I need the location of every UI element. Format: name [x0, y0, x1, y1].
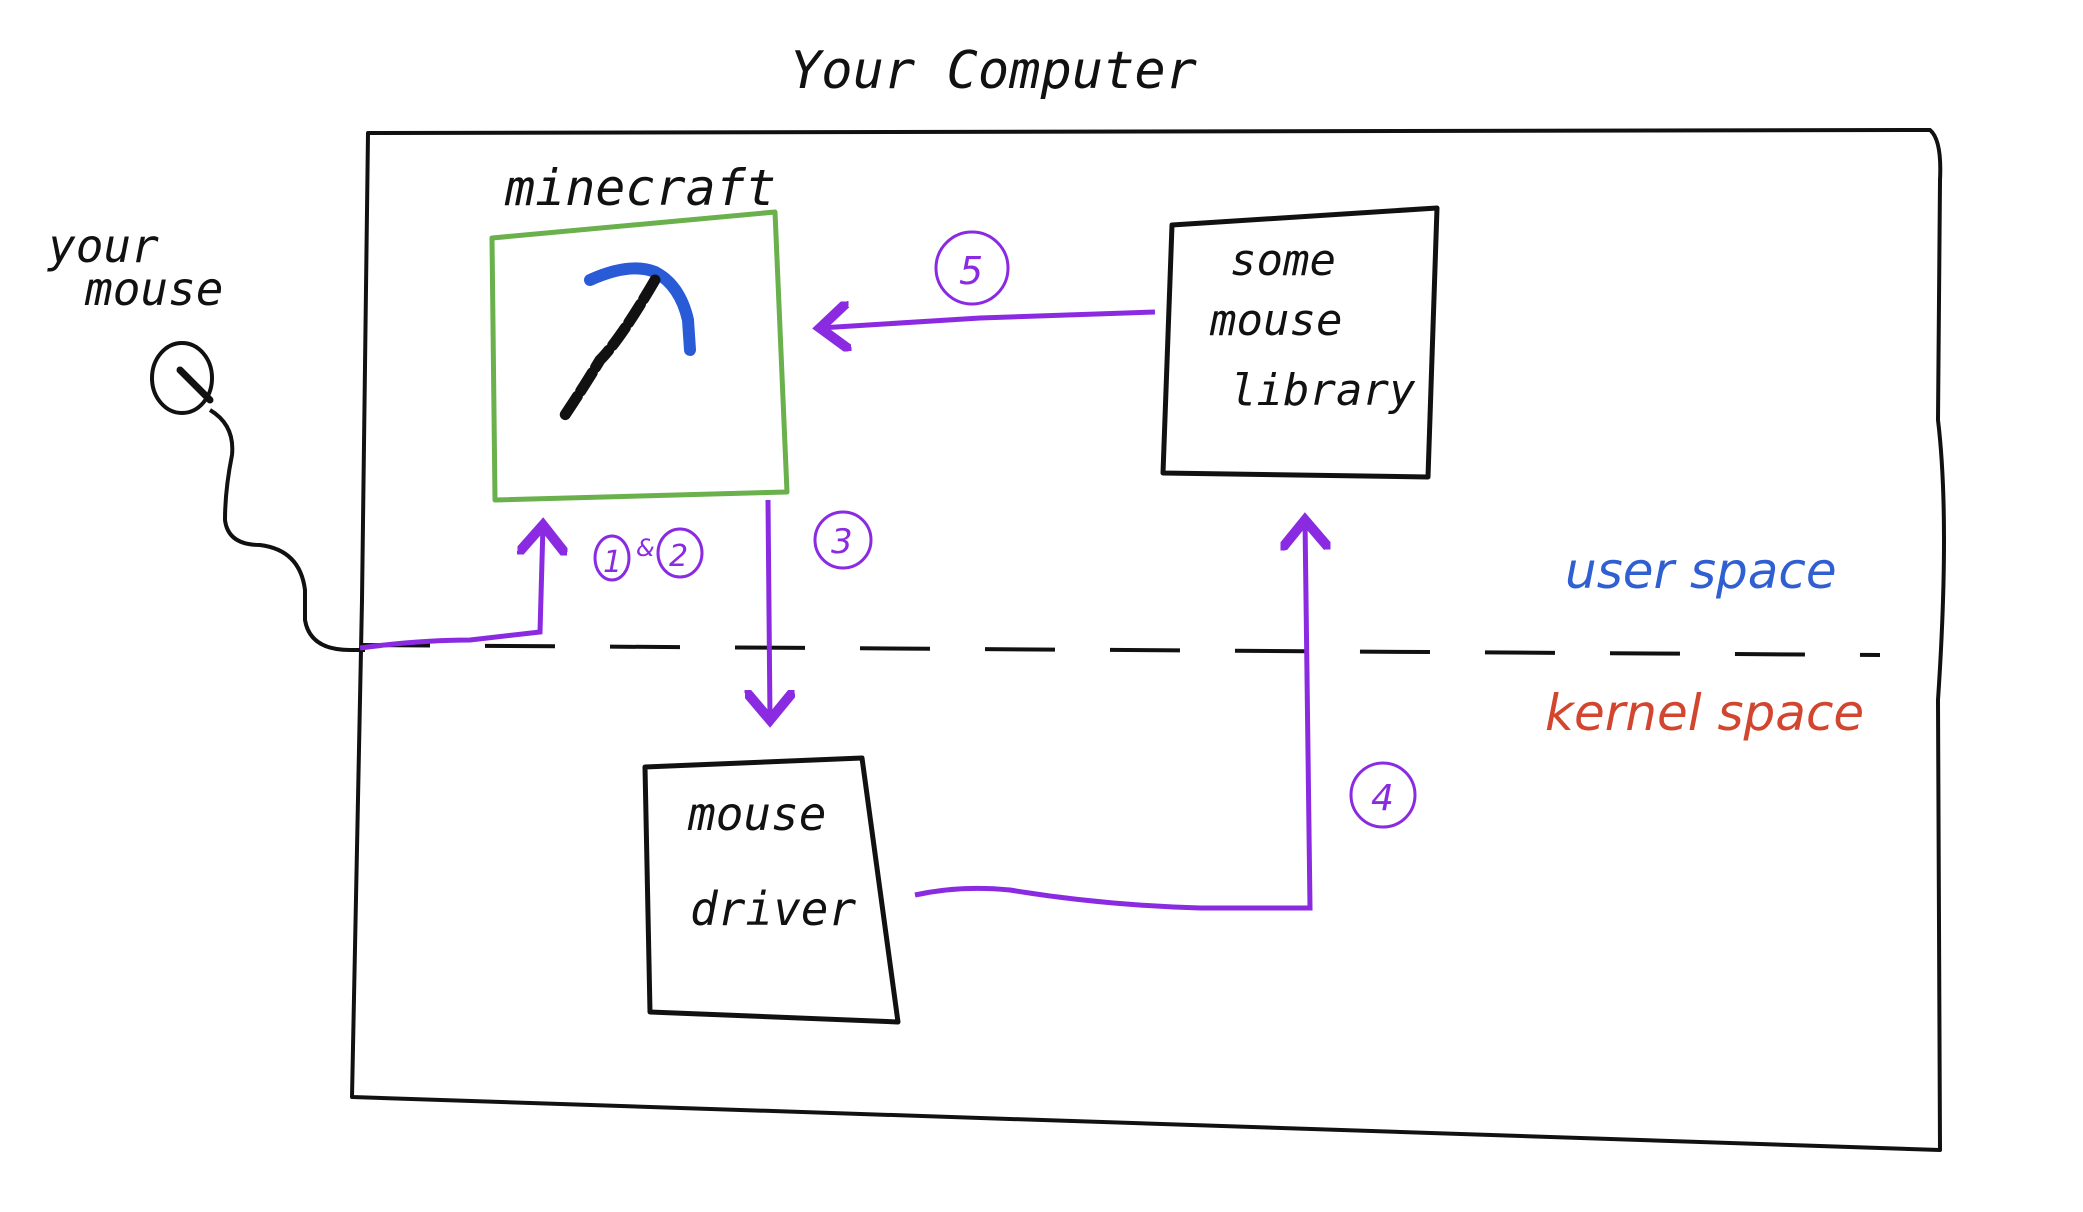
kernel-space-label: kernel space: [1545, 684, 1864, 742]
step-1-2-badge: 1 & 2: [593, 527, 704, 582]
step-and: &: [636, 534, 655, 562]
mouse-driver-box: mouse driver: [642, 755, 901, 1025]
library-label-line2: mouse: [1209, 295, 1342, 346]
mouse-cable: [208, 408, 365, 652]
arrow-driver-to-library: [914, 520, 1310, 911]
computer-boundary: [350, 128, 1946, 1152]
step-1-number: 1: [603, 545, 622, 580]
minecraft-label: minecraft: [504, 159, 776, 217]
step-4-badge: 4: [1349, 761, 1417, 829]
library-label-line3: library: [1230, 365, 1416, 416]
arrow-minecraft-to-driver: [768, 499, 770, 720]
step-2-number: 2: [669, 539, 688, 574]
minecraft-box: minecraft: [489, 159, 790, 503]
mouse-device-icon: [150, 341, 214, 415]
arrow-library-to-minecraft: [820, 312, 1156, 328]
user-kernel-divider: [359, 643, 1881, 657]
step-3-number: 3: [831, 522, 853, 562]
driver-label-line1: mouse: [687, 787, 826, 841]
mouse-library-box: some mouse library: [1160, 205, 1440, 480]
step-5-badge: 5: [934, 230, 1010, 306]
mouse-label-line2: mouse: [84, 262, 223, 316]
driver-label-line2: driver: [690, 882, 856, 936]
diagram-title: Your Computer: [790, 41, 1197, 101]
pickaxe-icon: [559, 262, 696, 421]
step-3-badge: 3: [813, 510, 873, 570]
arrow-mouse-to-minecraft: [359, 525, 543, 651]
mouse-label-line1: your: [47, 219, 159, 273]
library-label-line1: some: [1230, 235, 1336, 286]
step-5-number: 5: [959, 249, 983, 293]
user-space-label: user space: [1565, 542, 1837, 600]
step-4-number: 4: [1371, 778, 1394, 819]
